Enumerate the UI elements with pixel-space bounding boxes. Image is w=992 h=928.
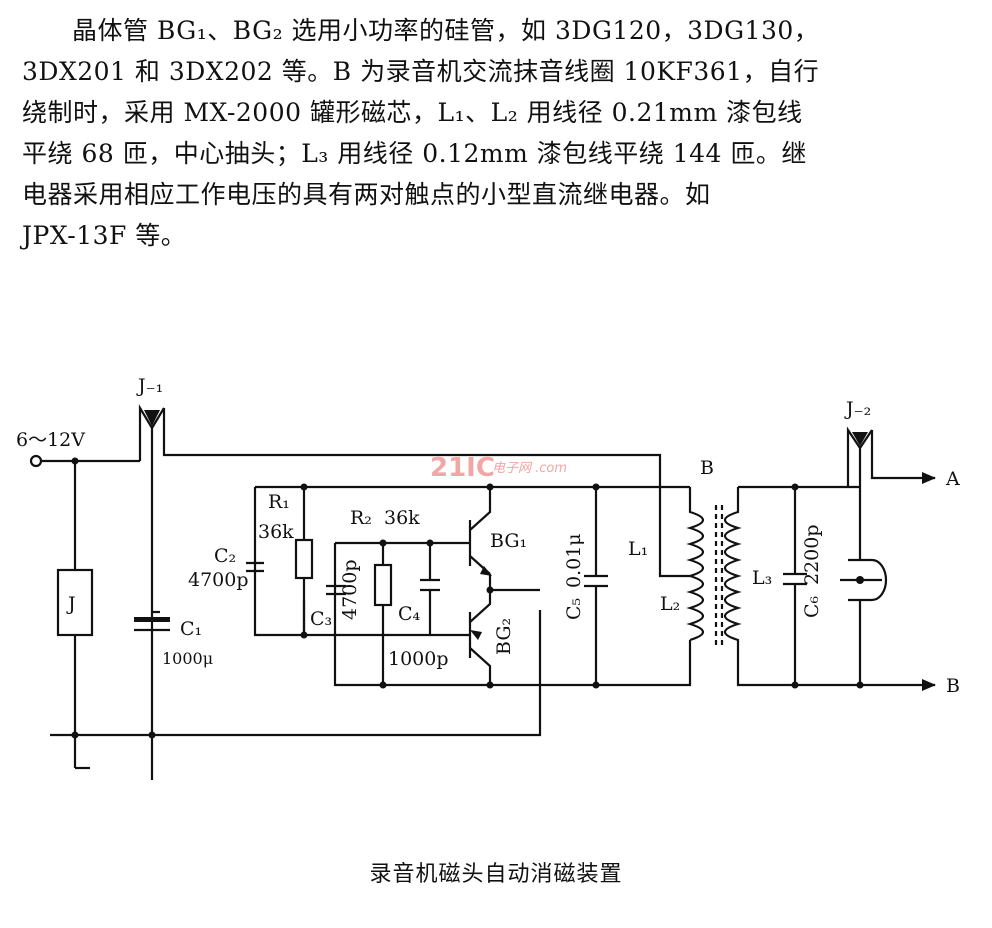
c2-capacitor	[246, 561, 264, 573]
c4-value: 1000p	[388, 648, 449, 670]
r1-resistor	[294, 538, 314, 580]
c4-label: C₄	[398, 603, 421, 625]
relay-coil	[56, 568, 94, 637]
c5-value: 0.01μ	[563, 533, 585, 588]
c1-label: C₁	[180, 618, 202, 640]
r1-value: 36k	[258, 521, 294, 543]
transformer-label: B	[700, 457, 714, 479]
oscillator-bottom-wire	[490, 640, 692, 687]
output-a-arrow-icon	[922, 472, 936, 484]
output-b-label: B	[946, 675, 960, 697]
output-b-arrow-icon	[922, 679, 936, 691]
watermark-logo: 21IC	[430, 453, 495, 483]
junction-dots	[71, 457, 864, 739]
c3-value: 4700p	[339, 559, 361, 620]
c2-label: C₂	[214, 545, 236, 567]
c3-capacitor	[326, 584, 346, 596]
paragraph-line: 晶体管 BG₁、BG₂ 选用小功率的硅管，如 3DG120，3DG130，	[72, 16, 820, 45]
transformer-secondary	[723, 485, 860, 687]
relay-contact-j1-label: J₋₁	[136, 375, 163, 397]
c4-capacitor	[420, 578, 440, 592]
transformer-primary	[658, 487, 705, 642]
l1-label: L₁	[628, 538, 648, 560]
relay-contact-j2-label: J₋₂	[844, 398, 871, 420]
bg1-label: BG₁	[490, 530, 527, 552]
l3-label: L₃	[752, 567, 772, 589]
ground-rail	[50, 610, 542, 737]
l2-label: L₂	[660, 593, 680, 615]
paragraph-line: 绕制时，采用 MX-2000 罐形磁芯，L₁、L₂ 用线径 0.21mm 漆包线	[22, 98, 803, 127]
supply-voltage-label: 6～12V	[16, 429, 85, 451]
relay-contact-j2	[846, 426, 935, 560]
r2-label: R₂	[350, 507, 372, 529]
c2-value: 4700p	[188, 569, 249, 591]
output-a-label: A	[945, 468, 960, 490]
c3-label: C₃	[310, 608, 332, 630]
c5-capacitor	[584, 574, 608, 588]
r1-label: R₁	[268, 491, 290, 513]
r2-resistor	[373, 563, 393, 607]
transformer-core	[714, 505, 724, 645]
c1-capacitor	[134, 617, 170, 622]
r2-value: 36k	[384, 507, 420, 529]
supply-terminal	[29, 454, 43, 468]
c6-value: 2200p	[801, 524, 823, 585]
paragraph-line: 3DX201 和 3DX202 等。B 为录音机交流抹音线圈 10KF361，自…	[22, 57, 820, 86]
erase-head-icon	[840, 558, 888, 602]
c1-value: 1000μ	[162, 649, 213, 668]
network-left-wire	[333, 543, 490, 687]
oscillator-top-wire	[253, 485, 690, 637]
relay-contact-j1	[138, 404, 662, 780]
relay-coil-label: J	[66, 593, 76, 615]
description-paragraph: 晶体管 BG₁、BG₂ 选用小功率的硅管，如 3DG120，3DG130， 3D…	[22, 10, 972, 256]
bg2-label: BG₂	[493, 618, 515, 655]
c6-capacitor	[783, 572, 807, 586]
watermark-subtext: 电子网 .com	[492, 461, 567, 476]
paragraph-line: JPX-13F 等。	[22, 221, 187, 250]
c5-label: C₅	[563, 598, 585, 620]
paragraph-line: 平绕 68 匝，中心抽头；L₃ 用线径 0.12mm 漆包线平绕 144 匝。继	[22, 139, 807, 168]
bg1-transistor	[468, 487, 492, 576]
paragraph-line: 电器采用相应工作电压的具有两对触点的小型直流继电器。如	[22, 180, 711, 209]
c6-label: C₆	[801, 595, 823, 618]
figure-caption: 录音机磁头自动消磁装置	[369, 862, 623, 887]
